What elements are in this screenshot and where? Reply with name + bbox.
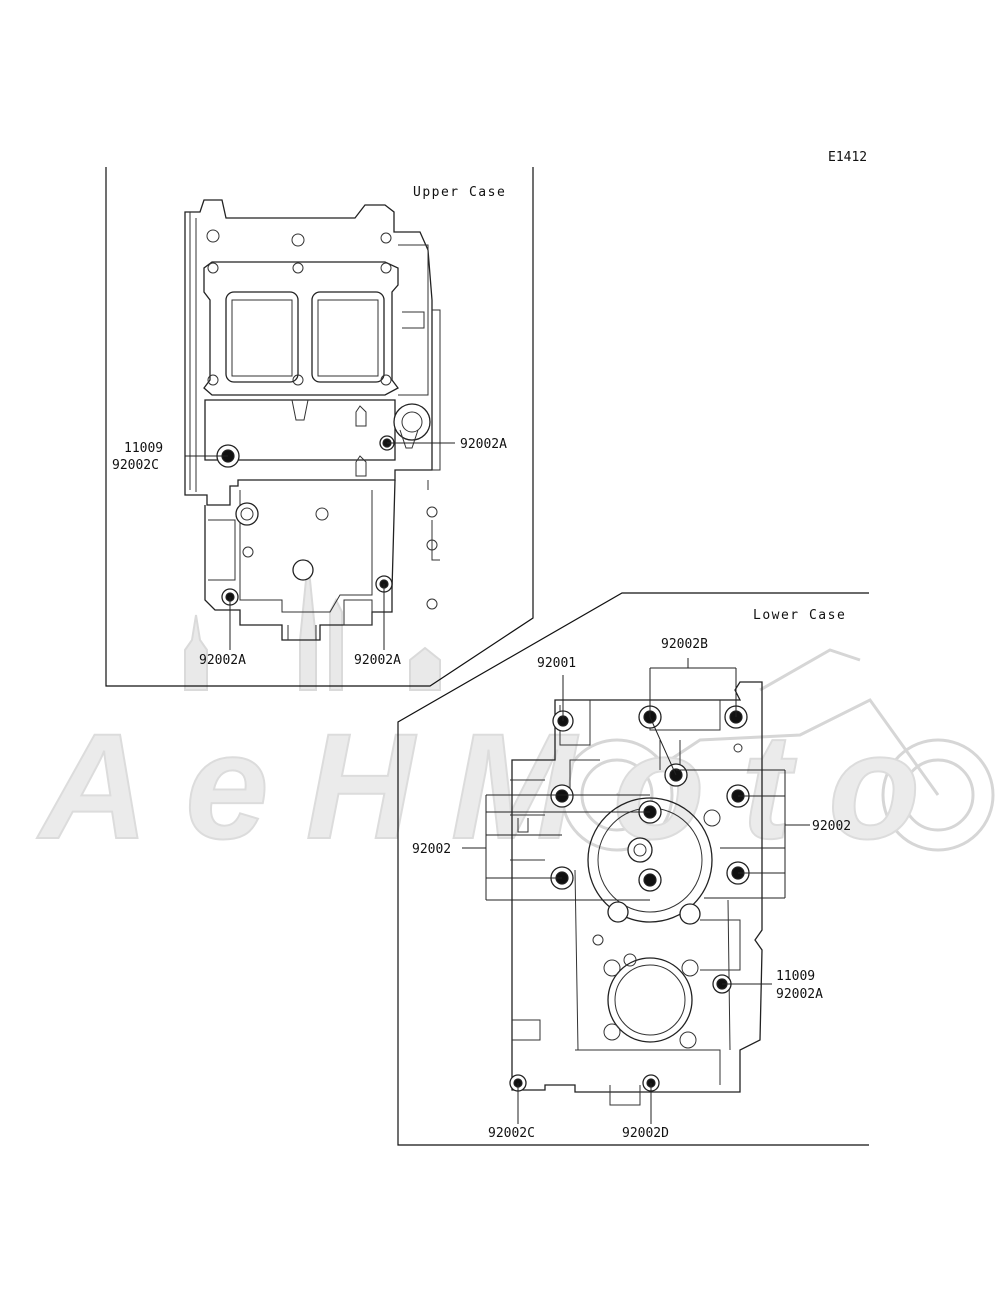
lower-panel-frame: [397, 592, 869, 1146]
lower-callout-92002-left: 92002: [412, 842, 451, 857]
upper-case-panel: Upper Case: [105, 167, 534, 687]
lower-callout-92001: 92001: [537, 656, 576, 671]
upper-callout-11009: 11009: [124, 441, 163, 456]
lower-crankcase-drawing: [510, 681, 763, 1106]
lower-callout-92002d: 92002D: [622, 1126, 669, 1141]
lower-leader-92002-left: [462, 794, 650, 901]
lower-callout-92002-right: 92002: [812, 819, 851, 834]
diagram-code: E1412: [828, 150, 867, 165]
lower-case-panel: Lower Case: [397, 592, 869, 1146]
upper-callout-92002a-bottom-right: 92002A: [354, 653, 401, 668]
watermark-motorcycle: [560, 648, 995, 852]
upper-panel-frame: [105, 167, 534, 687]
lower-callout-92002c: 92002C: [488, 1126, 535, 1141]
watermark-text: AeHMoto: [36, 702, 920, 870]
upper-callout-92002c: 92002C: [112, 458, 159, 473]
upper-crankcase-drawing: [184, 199, 441, 641]
lower-callout-11009: 11009: [776, 969, 815, 984]
watermark-skyline: [184, 559, 441, 691]
lower-callout-92002b: 92002B: [661, 637, 708, 652]
upper-callout-92002a-right: 92002A: [460, 437, 507, 452]
upper-callout-92002a-bottom-left: 92002A: [199, 653, 246, 668]
lower-leader-92002b: [649, 658, 737, 776]
lower-callout-92002a: 92002A: [776, 987, 823, 1002]
lower-leader-92002-right: [676, 769, 810, 899]
upper-case-title: Upper Case: [413, 185, 506, 200]
lower-case-title: Lower Case: [753, 608, 846, 623]
